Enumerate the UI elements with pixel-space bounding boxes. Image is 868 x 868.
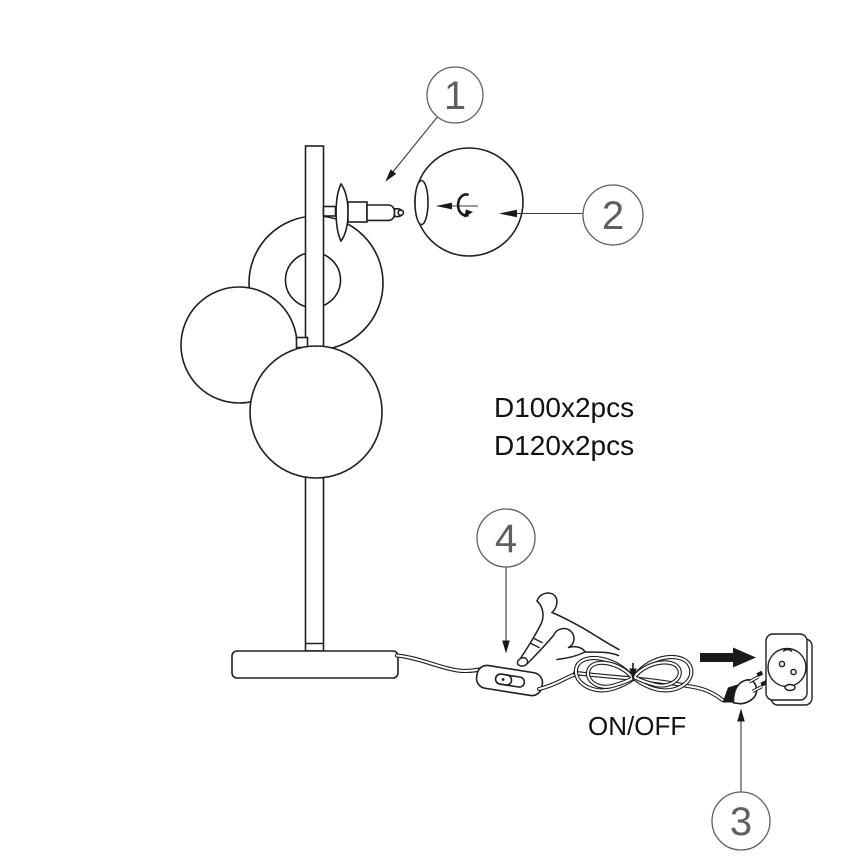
table-lamp — [180, 145, 405, 679]
power-cord-segment — [396, 654, 481, 673]
callout-1-leader — [391, 116, 438, 174]
hand-finger-top — [520, 600, 544, 659]
socket-earth-clip-bottom — [784, 683, 796, 692]
cord-coil-strand — [633, 656, 693, 692]
callout-3-number: 3 — [730, 800, 752, 844]
callout-4-number: 4 — [495, 517, 517, 561]
hand-palm-edge — [584, 651, 620, 657]
inline-switch — [475, 664, 544, 697]
socket-pin-hole — [778, 660, 786, 668]
cord-coil-strand — [574, 672, 724, 701]
power-plug — [722, 670, 767, 705]
globe-opening — [414, 179, 429, 226]
bulb-socket — [366, 204, 396, 222]
hand-knuckle-lines — [530, 637, 543, 649]
socket-earth-clip-top — [782, 648, 793, 653]
hand-thumb — [536, 592, 558, 614]
hand-back — [551, 611, 620, 651]
knot-arrowhead-icon — [629, 668, 637, 681]
socket-collar — [347, 201, 368, 223]
callout-4-arrowhead-icon — [502, 640, 510, 654]
hand-curled-fingers — [552, 627, 586, 661]
callout-2-badge — [582, 184, 644, 246]
callout-3-arrowhead-icon — [737, 708, 745, 722]
hand-fingertip — [516, 656, 529, 667]
callout-2: 2 — [499, 184, 644, 246]
pointing-hand-icon — [516, 592, 620, 667]
plug-pin — [748, 676, 759, 683]
callout-3-badge — [711, 791, 771, 851]
glass-sphere-bottom — [249, 345, 383, 479]
labels: D100x2pcs D120x2pcs ON/OFF — [494, 392, 686, 741]
cord-coil-strand — [586, 661, 633, 688]
insert-arrow-icon — [436, 202, 452, 210]
plug-pin — [752, 685, 763, 693]
globe-size-note-line2: D120x2pcs — [494, 430, 634, 461]
direction-arrow-icon — [700, 647, 756, 668]
wall-socket — [765, 633, 813, 706]
callout-1-badge — [426, 66, 484, 124]
plug-pin-tip — [756, 670, 763, 678]
cord-coil-strand — [634, 661, 681, 687]
switch-knob-dot — [501, 678, 505, 681]
callout-2-arrowhead-icon — [499, 209, 517, 218]
callout-1-arrowhead-icon — [385, 169, 397, 182]
callout-4: 4 — [476, 508, 536, 654]
globe-size-note-line1: D100x2pcs — [494, 392, 634, 423]
callout-3: 3 — [711, 708, 771, 851]
shade-holder-cup — [335, 182, 349, 243]
callout-1-number: 1 — [444, 74, 466, 118]
socket-arm — [322, 205, 337, 217]
callout-1: 1 — [385, 66, 484, 182]
lamp-base — [231, 650, 399, 679]
glass-globe-detail — [414, 147, 524, 257]
power-cord-assembly — [394, 653, 767, 705]
rotate-arrowhead-icon — [463, 209, 473, 218]
socket-recess — [767, 647, 807, 688]
callout-4-badge — [476, 508, 536, 568]
glass-globe — [414, 147, 524, 257]
hand-finger-bottom — [526, 634, 555, 665]
callout-2-number: 2 — [602, 194, 624, 238]
switch-onoff-label: ON/OFF — [588, 711, 686, 741]
socket-pin-hole — [790, 668, 797, 676]
bulb-tip-ring — [397, 209, 405, 217]
